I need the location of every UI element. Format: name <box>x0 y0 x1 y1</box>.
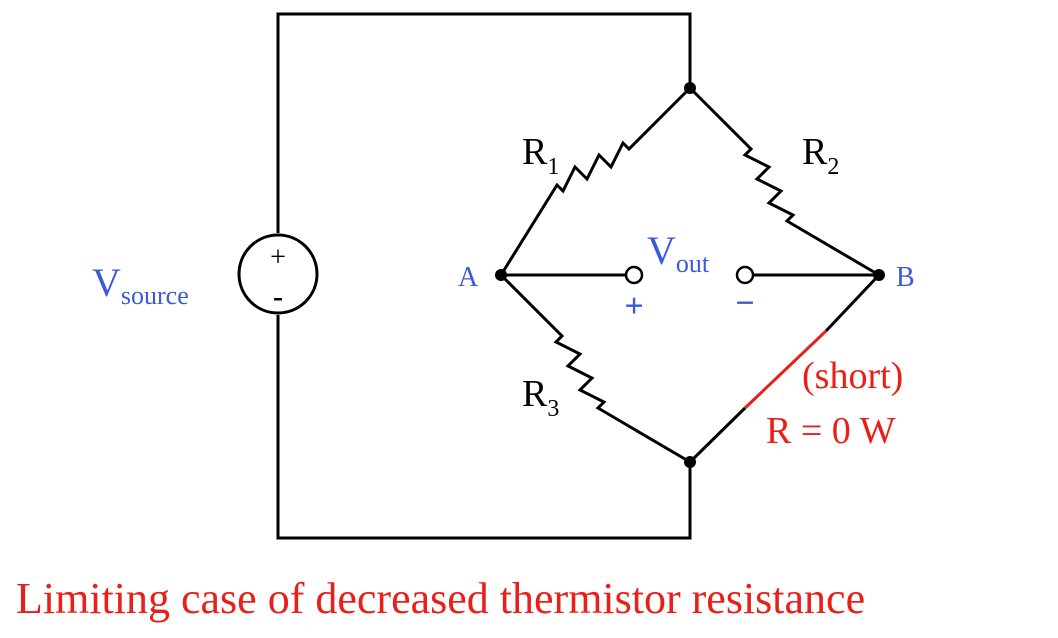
diagram-caption: Limiting case of decreased thermistor re… <box>16 574 865 623</box>
vout-terminal-plus <box>624 265 644 285</box>
node-a-label: A <box>458 262 479 293</box>
node-b-dot <box>873 269 885 281</box>
vout-plus-sign: + <box>624 288 643 325</box>
vout-terminal-minus <box>735 265 755 285</box>
source-minus-sign: - <box>273 280 283 313</box>
resistor-r2 <box>688 86 880 277</box>
r3-label: R3 <box>522 373 559 422</box>
source-plus-sign: + <box>270 242 286 273</box>
resistor-r3 <box>499 273 691 464</box>
vout-minus-sign: − <box>735 285 754 322</box>
node-bottom-dot <box>684 456 696 468</box>
r2-label: R2 <box>802 131 839 180</box>
vout-label: Vout <box>647 228 710 278</box>
node-top-dot <box>684 82 696 94</box>
node-a-dot <box>495 269 507 281</box>
voltage-source-symbol <box>237 233 319 315</box>
r1-label: R1 <box>522 131 559 180</box>
short-label: (short) <box>802 355 903 397</box>
wire-top-loop <box>276 12 692 233</box>
source-label: Vsource <box>92 260 189 310</box>
short-wire-upper <box>824 273 881 333</box>
wire-bottom-loop <box>276 315 692 540</box>
short-wire-lower <box>688 406 747 464</box>
resistor-r1 <box>499 86 692 276</box>
short-resistance-label: R = 0 W <box>766 410 896 452</box>
node-b-label: B <box>896 262 915 293</box>
short-wire-red <box>743 329 828 410</box>
